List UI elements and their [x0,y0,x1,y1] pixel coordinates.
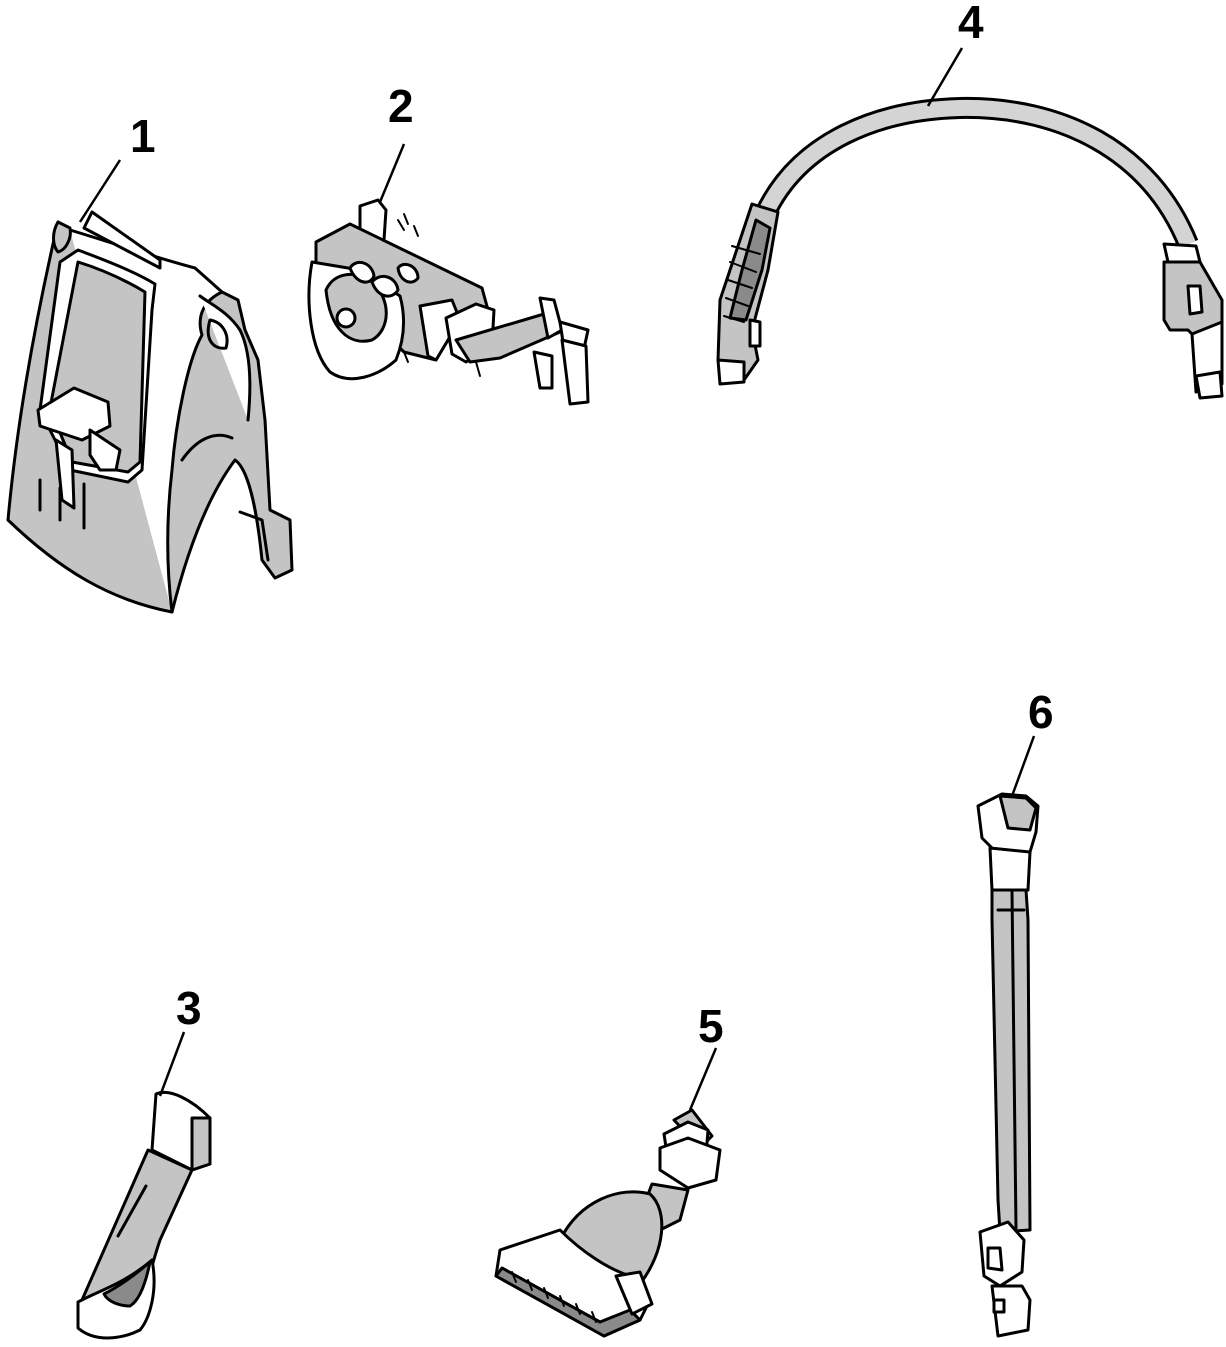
callout-1: 1 [130,110,156,162]
callout-5: 5 [698,1000,724,1052]
leader-line-1 [78,159,122,223]
leader-line-4 [926,47,964,107]
part-4-hose [716,96,1224,400]
part-2-bracket [307,198,590,406]
callout-3: 3 [176,982,202,1034]
callout-4: 4 [958,0,984,48]
leader-line-6 [1010,735,1036,797]
callout-2: 2 [388,80,414,132]
leader-line-3 [158,1031,186,1097]
leader-line-5 [688,1047,718,1111]
part-6-wand [976,792,1040,1338]
callout-6: 6 [1028,686,1054,738]
leader-line-2 [378,143,406,203]
part-1-housing [6,210,294,614]
part-5-upholstery-tool [494,1108,722,1338]
part-3-crevice-tool [76,1091,212,1340]
